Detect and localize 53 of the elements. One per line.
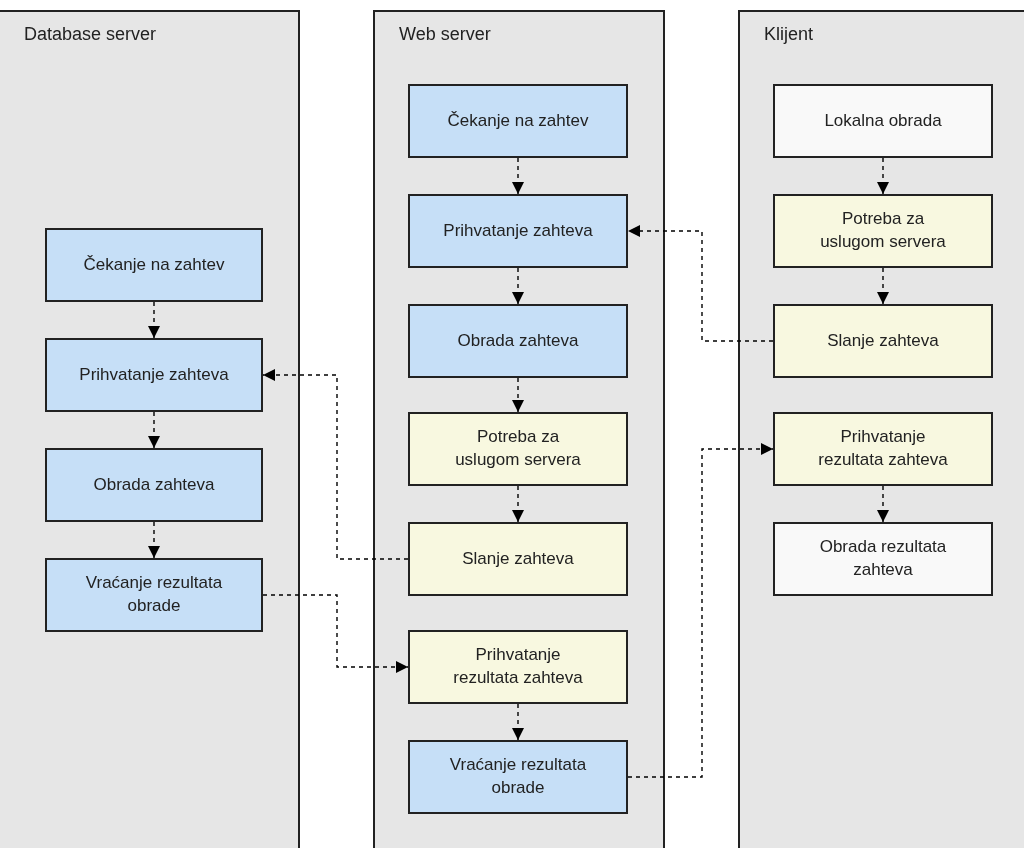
step-label: Prihvatanje rezultata zahteva	[817, 426, 949, 471]
step-label: Lokalna obrada	[824, 109, 942, 132]
arrow	[627, 225, 774, 342]
swimlane	[373, 10, 665, 848]
process-box	[45, 338, 263, 412]
process-box	[773, 304, 993, 378]
step-label: Čekanje na zahtev	[447, 109, 589, 132]
process-box	[408, 194, 628, 268]
process-box	[408, 740, 628, 814]
arrow	[148, 411, 160, 449]
arrow	[262, 369, 409, 560]
step-label: Obrada zahteva	[93, 473, 215, 496]
step-label: Potreba za uslugom servera	[454, 426, 582, 471]
step-label: Prihvatanje rezultata zahteva	[452, 644, 584, 689]
process-box	[773, 412, 993, 486]
step-label: Prihvatanje zahteva	[443, 219, 593, 242]
process-box	[408, 304, 628, 378]
swimlane	[0, 10, 300, 848]
arrow	[148, 521, 160, 559]
process-box	[773, 522, 993, 596]
process-box	[408, 84, 628, 158]
arrow	[512, 485, 524, 523]
lane-title: Klijent	[764, 24, 814, 45]
swimlane	[738, 10, 1024, 848]
process-box	[45, 558, 263, 632]
arrow	[512, 157, 524, 195]
step-label: Obrada zahteva	[457, 329, 579, 352]
arrow	[148, 301, 160, 339]
process-box	[45, 448, 263, 522]
arrow	[512, 377, 524, 413]
step-label: Potreba za uslugom servera	[819, 208, 947, 253]
lane-title: Web server	[399, 24, 491, 45]
arrow	[512, 703, 524, 741]
step-label: Slanje zahteva	[827, 329, 939, 352]
process-box	[773, 84, 993, 158]
process-box	[408, 630, 628, 704]
step-label: Prihvatanje zahteva	[79, 363, 229, 386]
arrow	[262, 594, 409, 673]
lane-title: Database server	[24, 24, 157, 45]
step-label: Vraćanje rezultata obrade	[84, 572, 224, 617]
step-label: Slanje zahteva	[462, 547, 574, 570]
step-label: Obrada rezultata zahteva	[818, 536, 948, 581]
step-label: Vraćanje rezultata obrade	[448, 754, 588, 799]
arrow	[877, 267, 889, 305]
process-box	[45, 228, 263, 302]
arrow	[627, 443, 774, 778]
arrow	[512, 267, 524, 305]
process-box	[408, 412, 628, 486]
process-box	[408, 522, 628, 596]
arrow	[877, 157, 889, 195]
process-box	[773, 194, 993, 268]
step-label: Čekanje na zahtev	[83, 253, 225, 276]
arrow	[877, 485, 889, 523]
